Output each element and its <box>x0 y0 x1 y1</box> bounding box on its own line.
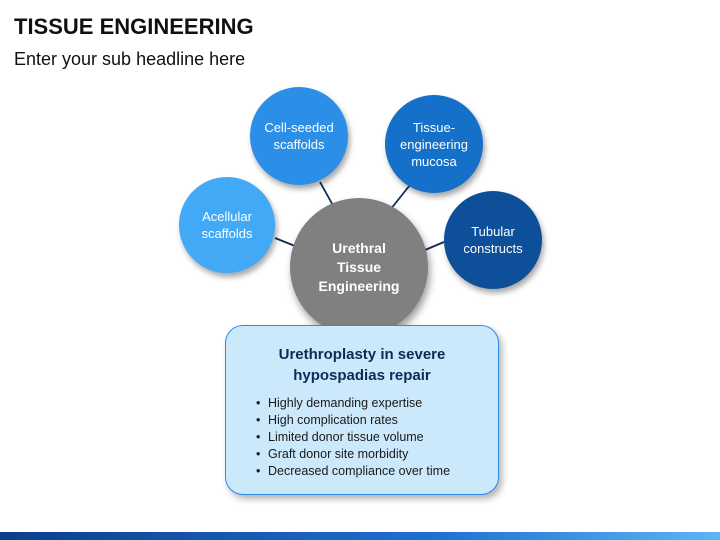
node-label: Tubular constructs <box>463 224 523 256</box>
node-label: Cell-seeded scaffolds <box>264 120 334 152</box>
list-item: High complication rates <box>256 412 498 429</box>
node-cell-seeded-scaffolds: Cell-seeded scaffolds <box>250 87 348 185</box>
list-item: Highly demanding expertise <box>256 395 498 412</box>
node-label: Acellular scaffolds <box>201 209 253 241</box>
node-acellular-scaffolds: Acellular scaffolds <box>179 177 275 273</box>
center-node: Urethral Tissue Engineering <box>290 198 428 336</box>
connector-tubular <box>424 241 445 251</box>
list-item: Graft donor site morbidity <box>256 446 498 463</box>
info-heading: Urethroplasty in severe hypospadias repa… <box>278 346 446 384</box>
slide-title: TISSUE ENGINEERING <box>14 14 254 39</box>
list-item: Decreased compliance over time <box>256 463 498 480</box>
node-tissue-engineering-mucosa: Tissue- engineering mucosa <box>385 95 483 193</box>
center-label: Urethral Tissue Engineering <box>318 239 400 294</box>
node-label: Tissue- engineering mucosa <box>400 119 468 169</box>
list-item: Limited donor tissue volume <box>256 429 498 446</box>
connector-tissue-mucosa <box>389 184 411 211</box>
info-bullet-list: Highly demanding expertise High complica… <box>226 395 498 480</box>
slide-subtitle: Enter your sub headline here <box>14 49 246 69</box>
node-tubular-constructs: Tubular constructs <box>444 191 542 289</box>
info-box: Urethroplasty in severe hypospadias repa… <box>225 325 499 495</box>
bottom-accent-bar <box>0 532 720 540</box>
